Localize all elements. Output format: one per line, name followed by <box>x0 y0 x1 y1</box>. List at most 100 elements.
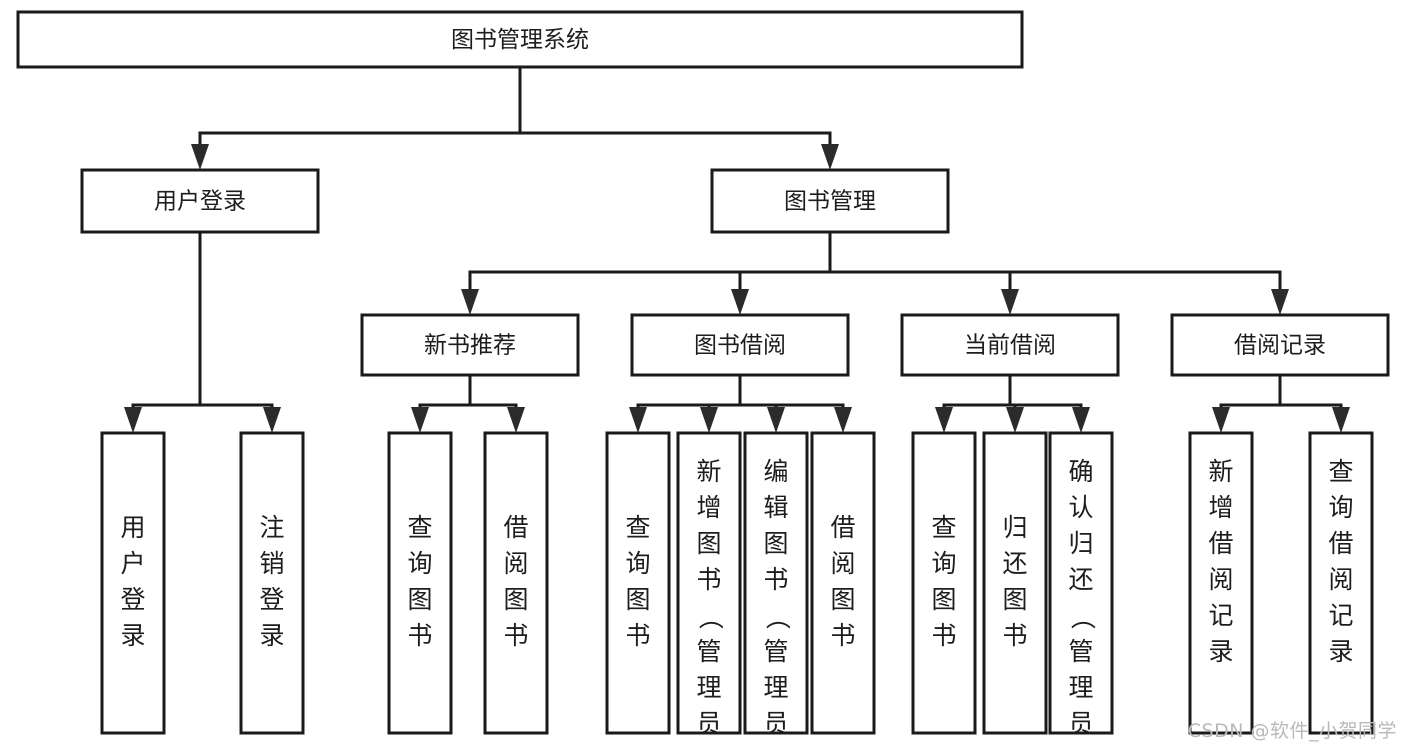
leaf-node-4-rect[interactable] <box>605 431 671 735</box>
level3-node-3-rect[interactable] <box>1170 313 1390 377</box>
leaf-node-5-char-7: 员 <box>696 709 721 738</box>
leaf-node-6-char-5: 管 <box>763 637 788 666</box>
leaf-node-10-rect[interactable] <box>1048 431 1114 735</box>
level3-node-2-label: 当前借阅 <box>964 333 1056 359</box>
leaf-node-0-char-0: 用 <box>120 513 145 542</box>
leaf-node-11-char-1: 增 <box>1208 493 1233 522</box>
leaf-node-4-char-3: 书 <box>625 621 650 650</box>
leaf-node-1-char-3: 录 <box>259 621 284 650</box>
arrow-head-icon <box>700 407 718 433</box>
arrow-head-icon <box>821 144 839 170</box>
leaf-node-9-rect[interactable] <box>982 431 1048 735</box>
arrow-head-icon <box>1001 289 1019 315</box>
level2-node-1-rect[interactable] <box>710 168 950 234</box>
leaf-node-0[interactable]: 用户登录 <box>100 431 166 735</box>
leaf-node-4-char-0: 查 <box>625 513 650 542</box>
root-node-rect[interactable] <box>16 10 1024 69</box>
arrow-head-icon <box>507 407 525 433</box>
leaf-node-6-rect[interactable] <box>743 431 809 735</box>
arrow-head-icon <box>1072 407 1090 433</box>
leaf-node-6-char-7: 员 <box>763 709 788 738</box>
leaf-node-9-char-1: 还 <box>1002 549 1027 578</box>
leaf-node-10-char-0: 确 <box>1068 457 1093 486</box>
leaf-node-6-char-0: 编 <box>763 457 788 486</box>
leaf-node-11-char-5: 录 <box>1208 637 1233 666</box>
level3-node-3-label: 借阅记录 <box>1234 333 1326 359</box>
leaf-node-12-char-3: 阅 <box>1328 565 1353 594</box>
leaf-node-7-char-2: 图 <box>830 585 855 614</box>
leaf-node-5-char-5: 管 <box>696 637 721 666</box>
leaf-node-1-char-0: 注 <box>259 513 284 542</box>
leaf-node-6-char-6: 理 <box>763 673 788 702</box>
leaf-node-1-char-1: 销 <box>259 549 284 578</box>
leaf-node-7-rect[interactable] <box>810 431 876 735</box>
leaf-node-0-char-1: 户 <box>120 549 145 578</box>
leaf-node-8-char-3: 书 <box>931 621 956 650</box>
leaf-node-7-char-1: 阅 <box>830 549 855 578</box>
leaf-node-10-char-6: 理 <box>1068 673 1093 702</box>
level3-node-3[interactable]: 借阅记录 <box>1170 313 1390 377</box>
leaf-node-5-char-3: 书 <box>696 565 721 594</box>
leaf-node-2-char-2: 图 <box>407 585 432 614</box>
leaf-node-3-char-0: 借 <box>503 513 528 542</box>
leaf-node-12-char-0: 查 <box>1328 457 1353 486</box>
level3-node-2[interactable]: 当前借阅 <box>900 313 1120 377</box>
leaf-node-5-char-2: 图 <box>696 529 721 558</box>
leaf-node-10-char-7: 员 <box>1068 709 1093 738</box>
level2-node-0-label: 用户登录 <box>154 189 246 215</box>
leaf-node-2-char-1: 询 <box>407 549 432 578</box>
leaf-node-4-char-1: 询 <box>625 549 650 578</box>
arrow-head-icon <box>767 407 785 433</box>
level2-node-0[interactable]: 用户登录 <box>80 168 320 234</box>
level2-node-1[interactable]: 图书管理 <box>710 168 950 234</box>
leaf-node-8-char-0: 查 <box>931 513 956 542</box>
leaf-node-1-rect[interactable] <box>239 431 305 735</box>
leaf-node-5-rect[interactable] <box>676 431 742 735</box>
leaf-node-6-char-4: （ <box>763 604 792 629</box>
leaf-node-0-char-2: 登 <box>120 585 145 614</box>
leaf-node-10-char-4: （ <box>1068 604 1097 629</box>
leaf-node-11-rect[interactable] <box>1188 431 1254 735</box>
arrow-head-icon <box>935 407 953 433</box>
level3-node-1-label: 图书借阅 <box>694 333 786 359</box>
arrow-head-icon <box>124 407 142 433</box>
leaf-node-5-char-1: 增 <box>696 493 721 522</box>
leaf-node-3-char-3: 书 <box>503 621 528 650</box>
leaf-node-3-char-1: 阅 <box>503 549 528 578</box>
level2-node-0-rect[interactable] <box>80 168 320 234</box>
leaf-node-10-char-3: 还 <box>1068 565 1093 594</box>
leaf-node-11-char-4: 记 <box>1208 601 1233 630</box>
leaf-node-5-char-6: 理 <box>696 673 721 702</box>
leaf-node-8-rect[interactable] <box>911 431 977 735</box>
root-node[interactable]: 图书管理系统 <box>16 10 1024 69</box>
leaf-node-7-char-0: 借 <box>830 513 855 542</box>
leaf-node-2-rect[interactable] <box>387 431 453 735</box>
level3-node-0[interactable]: 新书推荐 <box>360 313 580 377</box>
leaf-node-9-char-3: 书 <box>1002 621 1027 650</box>
arrow-head-icon <box>1271 289 1289 315</box>
leaf-node-0-rect[interactable] <box>100 431 166 735</box>
leaf-node-6-char-2: 图 <box>763 529 788 558</box>
leaf-node-12-rect[interactable] <box>1308 431 1374 735</box>
watermark-text: CSDN @软件_小贺同学 <box>1187 720 1397 742</box>
level3-node-1[interactable]: 图书借阅 <box>630 313 850 377</box>
leaf-node-11-char-3: 阅 <box>1208 565 1233 594</box>
leaf-node-3-char-2: 图 <box>503 585 528 614</box>
leaf-node-3-rect[interactable] <box>483 431 549 735</box>
arrow-head-icon <box>191 144 209 170</box>
arrow-head-icon <box>629 407 647 433</box>
leaf-node-6-char-3: 书 <box>763 565 788 594</box>
